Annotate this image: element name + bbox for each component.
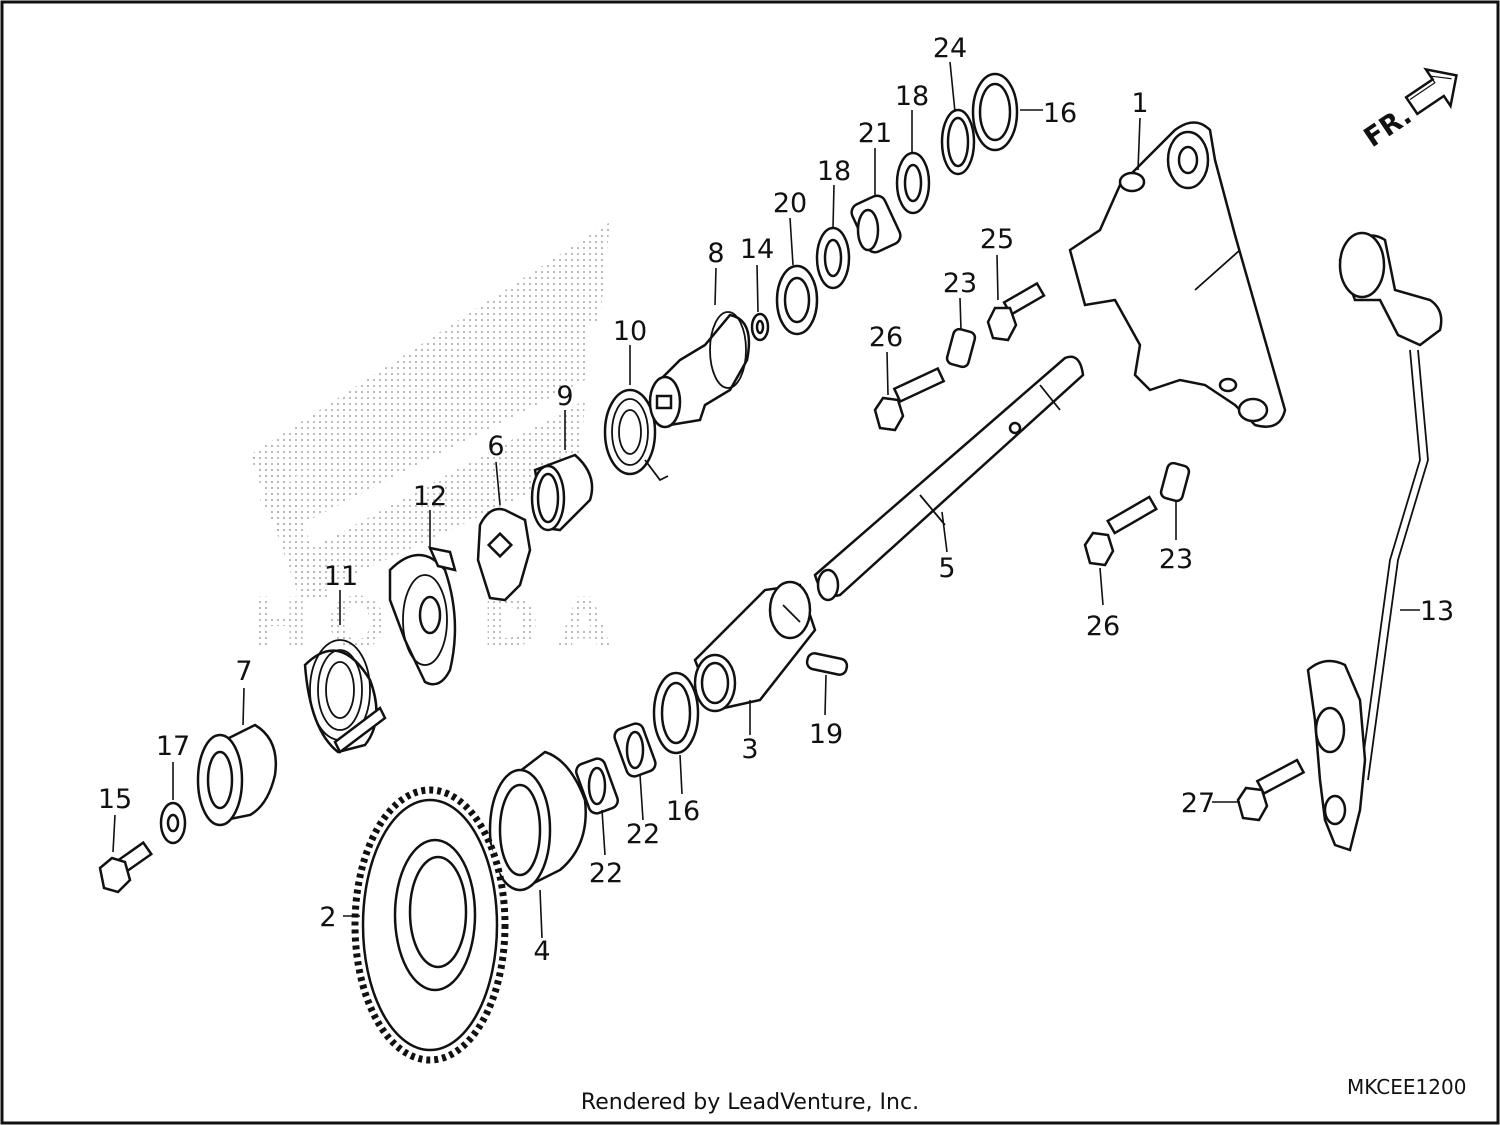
part-8-spindle-hub (648, 311, 751, 429)
callout-25: 25 (980, 224, 1014, 255)
callout-leader-lines (112, 61, 1420, 939)
part-14-circlip (750, 312, 770, 342)
callout-23-upper: 23 (943, 268, 977, 299)
callout-3: 3 (741, 734, 758, 765)
callout-16-lower: 16 (666, 796, 700, 827)
part-9-collar (530, 453, 594, 532)
part-16-washer-lower (652, 671, 700, 755)
part-6-stopper-plate (476, 507, 532, 602)
part-20-oil-seal (775, 264, 819, 336)
callout-13: 13 (1420, 596, 1454, 627)
part-18-washer-a (815, 226, 851, 290)
callout-8: 8 (707, 238, 724, 269)
part-12-ratchet (388, 546, 457, 686)
front-direction-arrow-icon (1404, 67, 1458, 116)
part-17-washer (159, 801, 187, 845)
callout-18-a: 18 (817, 156, 851, 187)
part-10-coil-spring (603, 388, 669, 482)
callout-16-upper: 16 (1043, 98, 1077, 129)
callout-27: 27 (1181, 788, 1215, 819)
part-11-return-spring (303, 639, 387, 754)
callout-7: 7 (235, 656, 252, 687)
callout-18-b: 18 (895, 81, 929, 112)
part-16-washer-upper (971, 72, 1019, 152)
callout-11: 11 (324, 561, 358, 592)
callout-26-upper: 26 (869, 322, 903, 353)
part-22-needle-bearing-a (613, 722, 657, 778)
callout-23-lower: 23 (1159, 544, 1193, 575)
callout-4: 4 (533, 936, 550, 967)
callout-21: 21 (858, 118, 892, 149)
callout-15: 15 (98, 784, 132, 815)
part-2-kick-starter-gear (351, 786, 509, 1064)
part-21-needle-bearing (850, 194, 902, 254)
callout-numbers: 1 2 3 4 5 6 7 8 9 10 11 12 13 14 15 16 1… (98, 33, 1454, 967)
callout-9: 9 (556, 381, 573, 412)
part-13-linkage-rod (1306, 231, 1443, 852)
callout-1: 1 (1131, 88, 1148, 119)
part-18-washer-b (895, 151, 931, 215)
callout-22-b: 22 (589, 858, 623, 889)
callout-26-lower: 26 (1086, 611, 1120, 642)
part-26-bolt-lower (1083, 495, 1158, 567)
diagram-code: MKCEE1200 (1347, 1075, 1467, 1099)
part-7-bushing (196, 723, 278, 827)
callout-22-a: 22 (626, 819, 660, 850)
callout-2: 2 (319, 902, 336, 933)
callout-17: 17 (156, 731, 190, 762)
callout-5: 5 (938, 553, 955, 584)
part-25-bolt (986, 281, 1046, 342)
part-3-spindle-sleeve (693, 580, 817, 713)
callout-24: 24 (933, 33, 967, 64)
part-4-ratchet-collar (488, 750, 587, 892)
part-23-dowel-pin-lower (1159, 461, 1191, 503)
callout-14: 14 (740, 234, 774, 265)
callout-10: 10 (613, 316, 647, 347)
callout-6: 6 (487, 431, 504, 462)
part-27-bolt (1236, 758, 1306, 822)
part-19-pin (805, 652, 849, 676)
part-24-snap-ring (940, 108, 976, 176)
part-5-kick-shaft (813, 355, 1085, 602)
part-15-bolt (98, 840, 154, 894)
render-credit: Rendered by LeadVenture, Inc. (580, 1090, 920, 1115)
part-23-dowel-pin-upper (945, 327, 977, 369)
callout-20: 20 (773, 188, 807, 219)
callout-19: 19 (809, 719, 843, 750)
part-1-arm-housing (1068, 121, 1287, 428)
part-26-bolt-upper (873, 366, 946, 432)
part-22-needle-bearing-b (575, 757, 619, 815)
callout-12: 12 (413, 481, 447, 512)
front-direction-label: FR. (1359, 100, 1418, 154)
